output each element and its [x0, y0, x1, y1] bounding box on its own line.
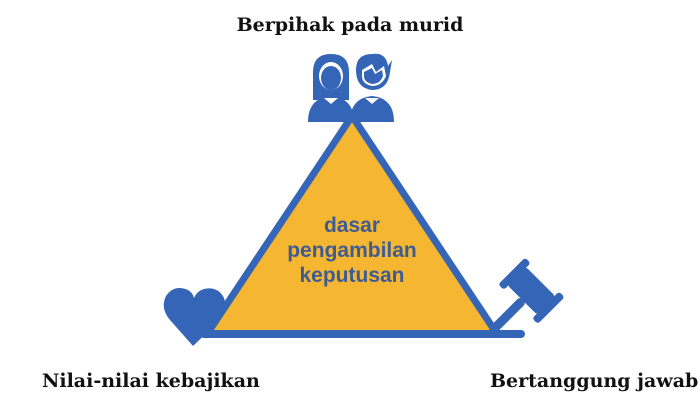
center-line-1: dasar [323, 214, 381, 237]
students-icon [308, 53, 394, 122]
center-line-2: pengambilan [287, 239, 417, 262]
gavel-icon [489, 258, 564, 334]
top-label: Berpihak pada murid [236, 14, 464, 36]
center-line-3: keputusan [299, 264, 405, 287]
left-label: Nilai-nilai kebajikan [42, 370, 260, 392]
heart-icon [163, 288, 226, 346]
right-label: Bertanggung jawab [490, 370, 699, 392]
center-text: dasar pengambilan keputusan [252, 213, 452, 288]
